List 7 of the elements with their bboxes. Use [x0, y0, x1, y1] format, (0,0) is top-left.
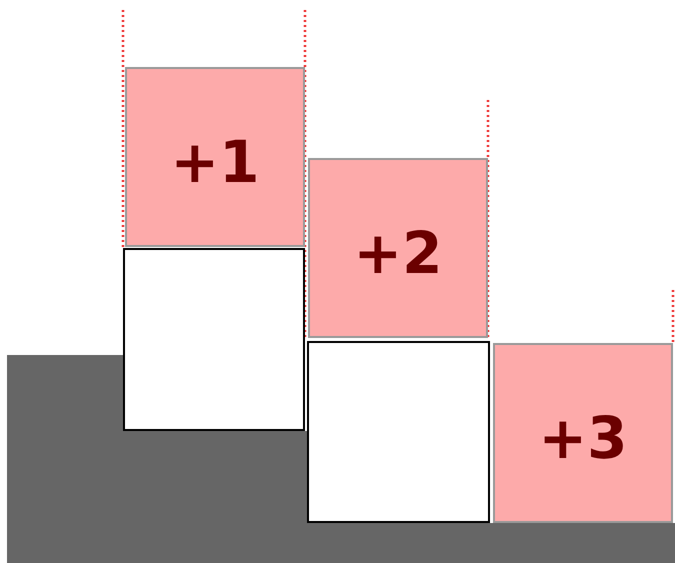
block: [308, 158, 488, 338]
block: [125, 67, 305, 247]
empty-box: [307, 341, 490, 523]
block-label: +2: [354, 219, 442, 287]
block-label: +3: [538, 404, 628, 472]
block-label: +1: [170, 128, 260, 196]
block: [493, 343, 673, 523]
